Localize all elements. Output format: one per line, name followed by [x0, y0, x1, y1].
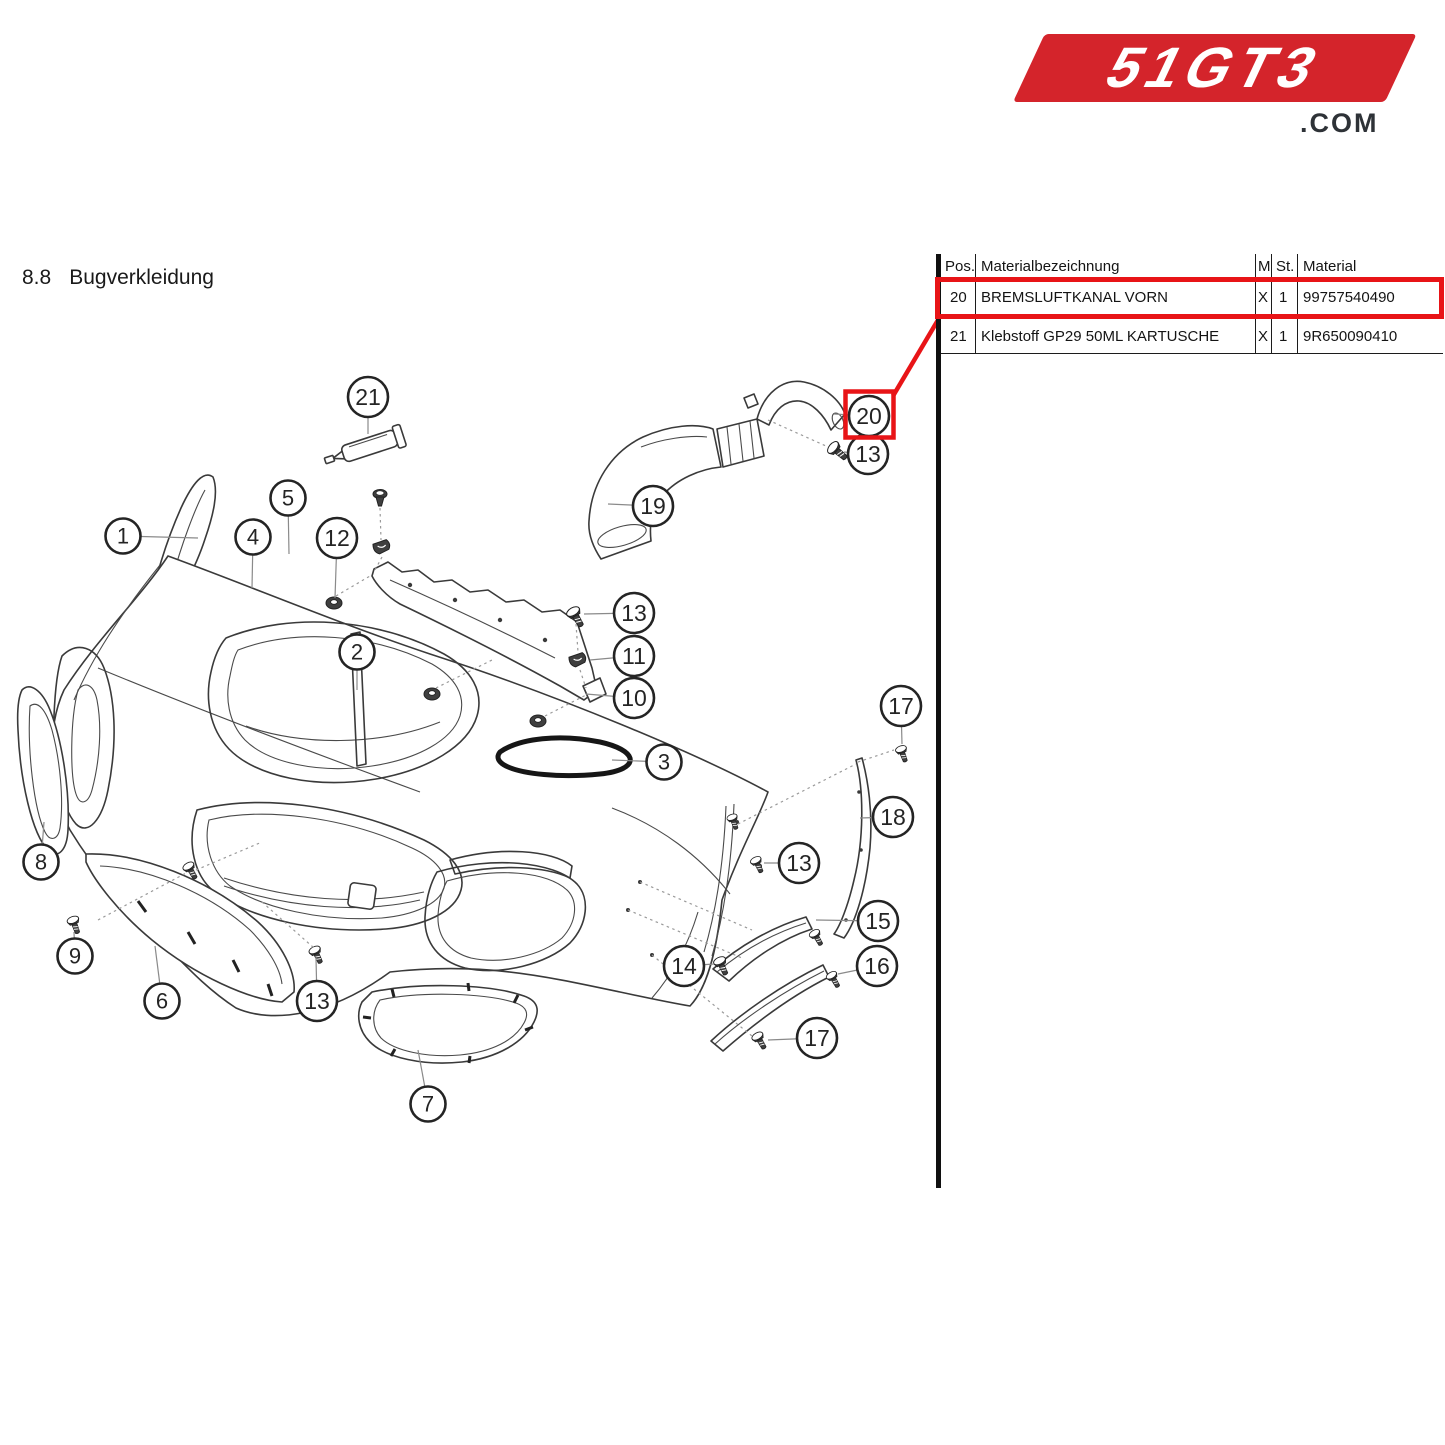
table-header-pos: Pos.: [945, 258, 976, 275]
callout-9: 9: [56, 937, 94, 975]
table-left-bar: [936, 254, 941, 1188]
cell-st: 1: [1279, 328, 1288, 345]
callout-8: 8: [22, 843, 60, 881]
svg-text:21: 21: [355, 384, 381, 410]
cell-name: Klebstoff GP29 50ML KARTUSCHE: [981, 328, 1220, 345]
table-column-divider: [1271, 254, 1272, 353]
callout-13: 13: [612, 591, 656, 635]
callout-3: 3: [645, 743, 683, 781]
callout-14: 14: [662, 944, 706, 988]
cell-pos: 21: [950, 328, 967, 345]
svg-text:8: 8: [35, 850, 47, 875]
svg-text:4: 4: [247, 525, 259, 550]
cell-m: X: [1258, 289, 1269, 306]
callout-20: 20: [847, 394, 891, 438]
table-column-divider: [1255, 254, 1256, 353]
callout-18: 18: [871, 795, 915, 839]
highlight-link: [843, 318, 940, 440]
svg-text:16: 16: [864, 953, 890, 979]
cell-m: X: [1258, 328, 1269, 345]
table-header-m: M: [1258, 258, 1271, 275]
svg-text:13: 13: [855, 441, 881, 467]
svg-text:13: 13: [621, 600, 647, 626]
part-brake-air-channel: [716, 380, 846, 468]
svg-text:17: 17: [804, 1025, 830, 1051]
svg-text:5: 5: [282, 486, 294, 511]
highlight-connector-line: [891, 318, 940, 398]
brand-logo-text: 51GT3: [1095, 36, 1335, 100]
callout-12: 12: [315, 516, 359, 560]
svg-text:9: 9: [69, 944, 81, 969]
part-seal-strip: [495, 735, 633, 779]
part-spoiler-strip-upper: [712, 916, 813, 982]
part-adhesive-cartridge: [323, 423, 407, 465]
svg-text:20: 20: [856, 403, 882, 429]
svg-text:13: 13: [304, 988, 330, 1014]
svg-text:18: 18: [880, 804, 906, 830]
callout-6: 6: [143, 982, 181, 1020]
callout-5: 5: [269, 479, 307, 517]
svg-text:1: 1: [117, 524, 129, 549]
callout-13: 13: [777, 841, 821, 885]
svg-text:19: 19: [640, 493, 666, 519]
svg-text:7: 7: [422, 1092, 434, 1117]
callout-7: 7: [409, 1085, 447, 1123]
table-column-divider: [975, 254, 976, 353]
table-header-material: Material: [1303, 258, 1357, 275]
cell-pos: 20: [950, 289, 967, 306]
cell-material: 99757540490: [1303, 289, 1395, 306]
callout-21: 21: [346, 375, 390, 419]
assembly-guides: [97, 419, 895, 1037]
cell-st: 1: [1279, 289, 1288, 306]
table-header-name: Materialbezeichnung: [981, 258, 1120, 275]
cell-material: 9R650090410: [1303, 328, 1398, 345]
svg-text:2: 2: [351, 640, 363, 665]
part-lower-grille: [85, 853, 295, 1003]
svg-text:10: 10: [621, 685, 647, 711]
callout-19: 19: [631, 484, 675, 528]
callout-1: 1: [104, 517, 142, 555]
svg-text:11: 11: [622, 643, 646, 669]
callout-2: 2: [338, 633, 376, 671]
part-grille-frame: [357, 982, 538, 1064]
svg-text:15: 15: [865, 908, 891, 934]
part-canard: [16, 686, 70, 855]
section-name: Bugverkleidung: [69, 266, 214, 289]
svg-text:6: 6: [156, 989, 168, 1014]
callouts: 1234567891011121313131314151617171819202…: [22, 375, 923, 1123]
svg-text:17: 17: [888, 693, 914, 719]
callout-13: 13: [295, 979, 339, 1023]
callout-13: 13: [846, 432, 890, 476]
svg-text:14: 14: [671, 953, 697, 979]
callout-16: 16: [855, 944, 899, 988]
cell-name: BREMSLUFTKANAL VORN: [981, 289, 1168, 306]
table-column-divider: [1297, 254, 1298, 353]
callout-10: 10: [612, 676, 656, 720]
table-bottom-border: [941, 353, 1443, 354]
callout-11: 11: [612, 634, 656, 678]
callout-17: 17: [879, 684, 923, 728]
table-header-st: St.: [1276, 258, 1295, 275]
svg-text:13: 13: [786, 850, 812, 876]
part-support-bracket: [371, 561, 607, 703]
callout-15: 15: [856, 899, 900, 943]
highlight-row-20: [935, 277, 1444, 319]
brand-logo: 51GT3: [1013, 34, 1417, 102]
svg-text:3: 3: [658, 750, 670, 775]
section-number: 8.8: [22, 266, 52, 289]
highlight-callout-20: [843, 389, 896, 440]
callout-4: 4: [234, 518, 272, 556]
brand-logo-tld: .COM: [1300, 108, 1379, 138]
callout-17: 17: [795, 1016, 839, 1060]
section-title: 8.8 Bugverkleidung: [22, 266, 214, 290]
svg-text:12: 12: [324, 525, 350, 551]
